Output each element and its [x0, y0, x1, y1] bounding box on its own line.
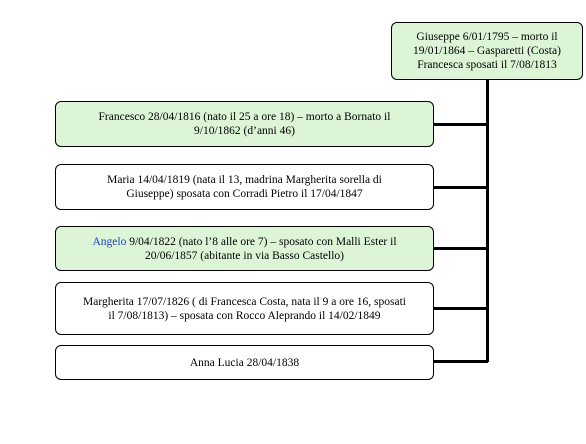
parent-line-3: Francesca sposati il 7/08/1813: [417, 59, 557, 71]
highlighted-name: Angelo: [92, 235, 127, 248]
child-node-anna-lucia: Anna Lucia 28/04/1838: [55, 345, 434, 380]
child-line-1-rest: 9/04/1822 (nato l’8 alle ore 7) – sposat…: [126, 235, 397, 248]
child-node-margherita: Margherita 17/07/1826 ( di Francesca Cos…: [55, 282, 434, 335]
trunk-line: [486, 80, 489, 362]
child-line-2: 20/06/1857 (abitante in via Basso Castel…: [145, 249, 344, 262]
child-node-angelo: Angelo 9/04/1822 (nato l’8 alle ore 7) –…: [55, 226, 434, 271]
child-line-1: Francesco 28/04/1816 (nato il 25 a ore 1…: [98, 111, 391, 123]
child-line-2: il 7/08/1813) – sposata con Rocco Alepra…: [108, 309, 381, 322]
branch-line-margherita: [434, 307, 488, 310]
child-line-1: Margherita 17/07/1826 ( di Francesca Cos…: [83, 295, 406, 308]
branch-line-francesco: [434, 123, 488, 126]
parent-line-2: 19/01/1864 – Gasparetti (Costa): [413, 45, 561, 57]
child-line-1: Maria 14/04/1819 (nata il 13, madrina Ma…: [107, 174, 382, 186]
parent-node: Giuseppe 6/01/1795 – morto il 19/01/1864…: [391, 22, 583, 80]
child-line-1: Anna Lucia 28/04/1838: [189, 356, 300, 369]
child-node-maria: Maria 14/04/1819 (nata il 13, madrina Ma…: [55, 164, 434, 210]
child-line-2: Giuseppe) sposata con Corradi Pietro il …: [126, 188, 363, 200]
child-node-francesco: Francesco 28/04/1816 (nato il 25 a ore 1…: [55, 101, 434, 147]
branch-line-maria: [434, 186, 488, 189]
parent-line-1: Giuseppe 6/01/1795 – morto il: [416, 31, 558, 43]
child-line-2: 9/10/1862 (d’anni 46): [194, 125, 295, 137]
child-line-1: Angelo 9/04/1822 (nato l’8 alle ore 7) –…: [92, 235, 396, 249]
branch-line-angelo: [434, 247, 488, 250]
branch-line-anna-lucia: [434, 360, 488, 363]
